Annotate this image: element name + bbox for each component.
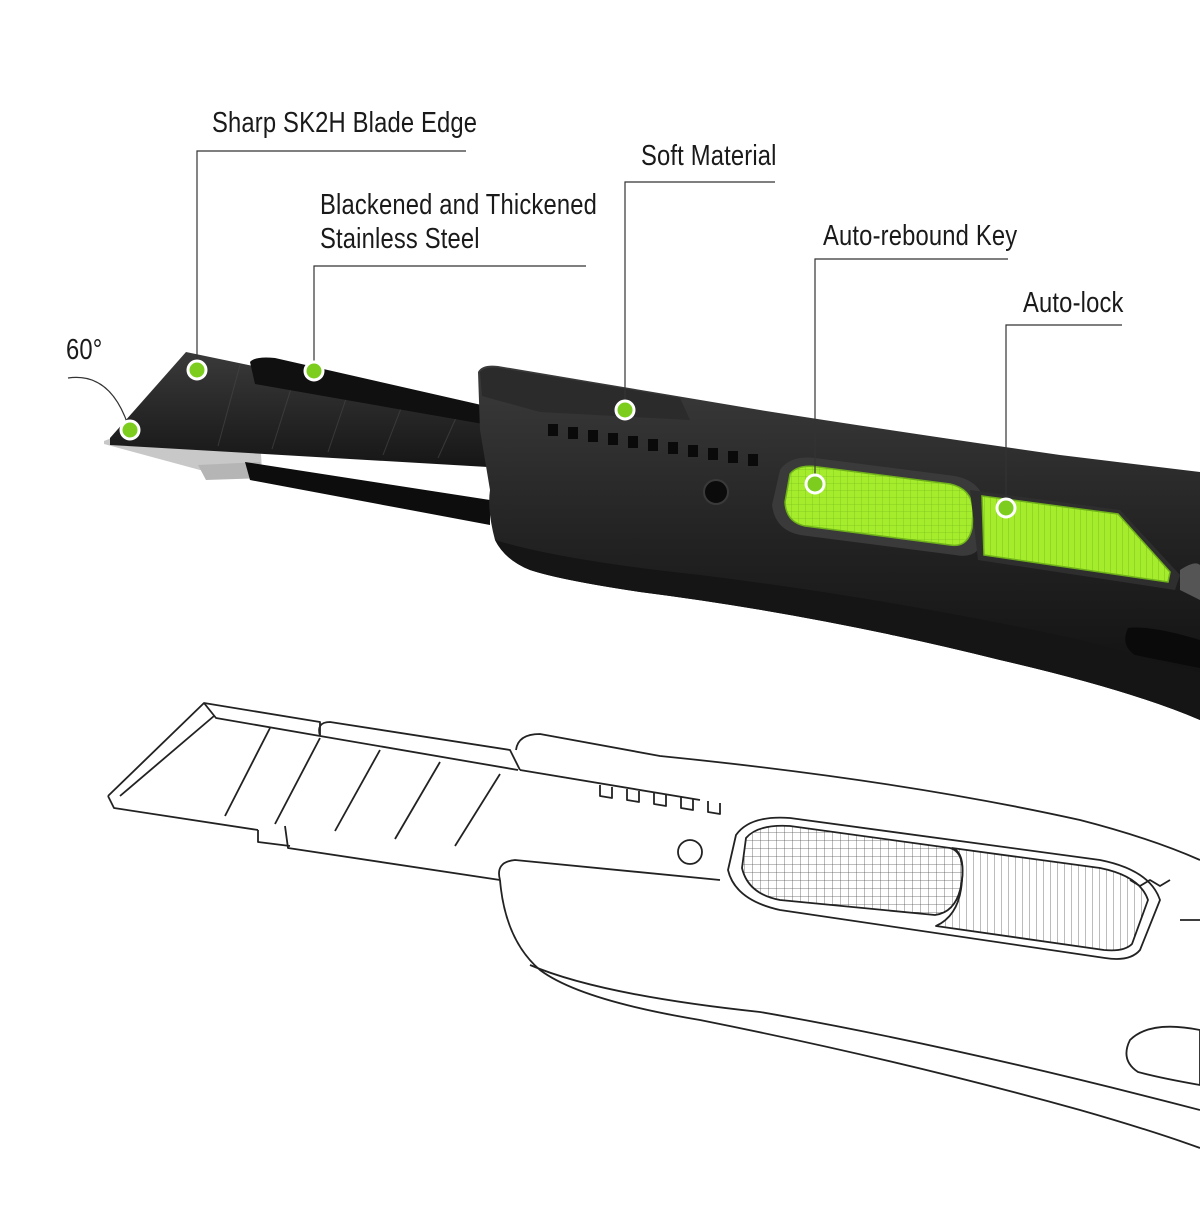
callout-blackened-steel: Blackened and Thickened Stainless Steel xyxy=(320,188,597,256)
callout-lines xyxy=(67,150,1122,508)
cutter-knife-photo xyxy=(104,352,1200,720)
callout-text: Sharp SK2H Blade Edge xyxy=(212,107,478,139)
callout-markers xyxy=(119,359,1017,519)
callout-text: Auto-rebound Key xyxy=(823,220,1018,252)
marker-dot xyxy=(995,497,1017,519)
marker-dot xyxy=(804,473,826,495)
callout-auto-lock: Auto-lock xyxy=(1023,286,1124,320)
callout-blade-angle: 60° xyxy=(66,333,102,367)
callout-auto-rebound-key: Auto-rebound Key xyxy=(823,219,1017,253)
marker-dot xyxy=(303,360,325,382)
callout-text: Auto-lock xyxy=(1023,287,1124,319)
callout-text-line2: Stainless Steel xyxy=(320,223,480,255)
marker-dot xyxy=(186,359,208,381)
callout-text-line1: Blackened and Thickened xyxy=(320,189,598,221)
marker-dot xyxy=(614,399,636,421)
auto-rebound-key xyxy=(784,465,974,547)
marker-dot xyxy=(119,419,141,441)
callout-text: 60° xyxy=(66,334,103,366)
cutter-knife-line-drawing xyxy=(107,702,1200,1149)
auto-lock-key xyxy=(981,495,1171,583)
callout-sharp-blade-edge: Sharp SK2H Blade Edge xyxy=(212,106,477,140)
blade xyxy=(110,352,540,470)
callout-soft-material: Soft Material xyxy=(641,139,777,173)
callout-text: Soft Material xyxy=(641,140,777,172)
